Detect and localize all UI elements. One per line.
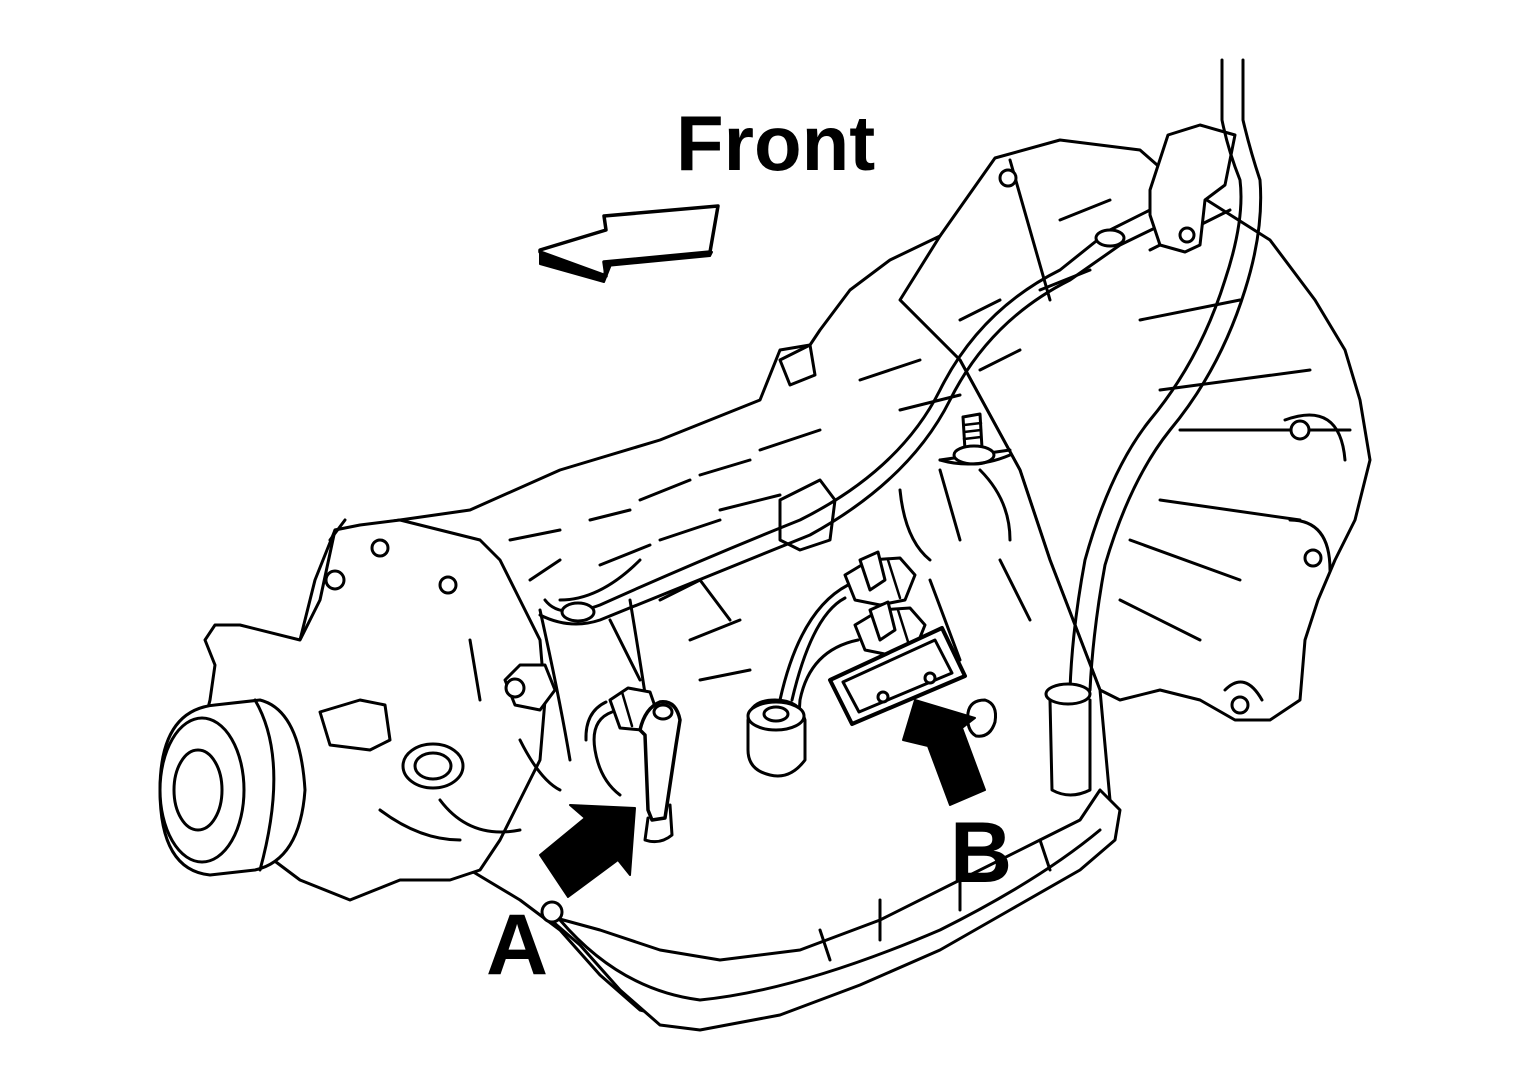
cable-bracket: [1148, 123, 1237, 254]
solenoid-b: [828, 626, 997, 738]
callout-label-a: A: [486, 897, 549, 993]
front-direction-arrow: [538, 204, 720, 283]
bell-housing: [898, 138, 1372, 722]
fluid-tube: [1044, 58, 1263, 797]
shift-cable: [538, 208, 1157, 626]
pointer-arrow-a: [539, 804, 636, 898]
speed-sensor-a: [584, 686, 682, 844]
front-label: Front: [676, 99, 876, 187]
oil-pan: [540, 788, 1122, 1032]
output-shaft: [158, 698, 307, 877]
filler-neck: [746, 698, 807, 778]
pointer-arrow-b: [902, 699, 986, 806]
breather-stud: [938, 412, 1012, 466]
callout-label-b: B: [950, 805, 1013, 901]
